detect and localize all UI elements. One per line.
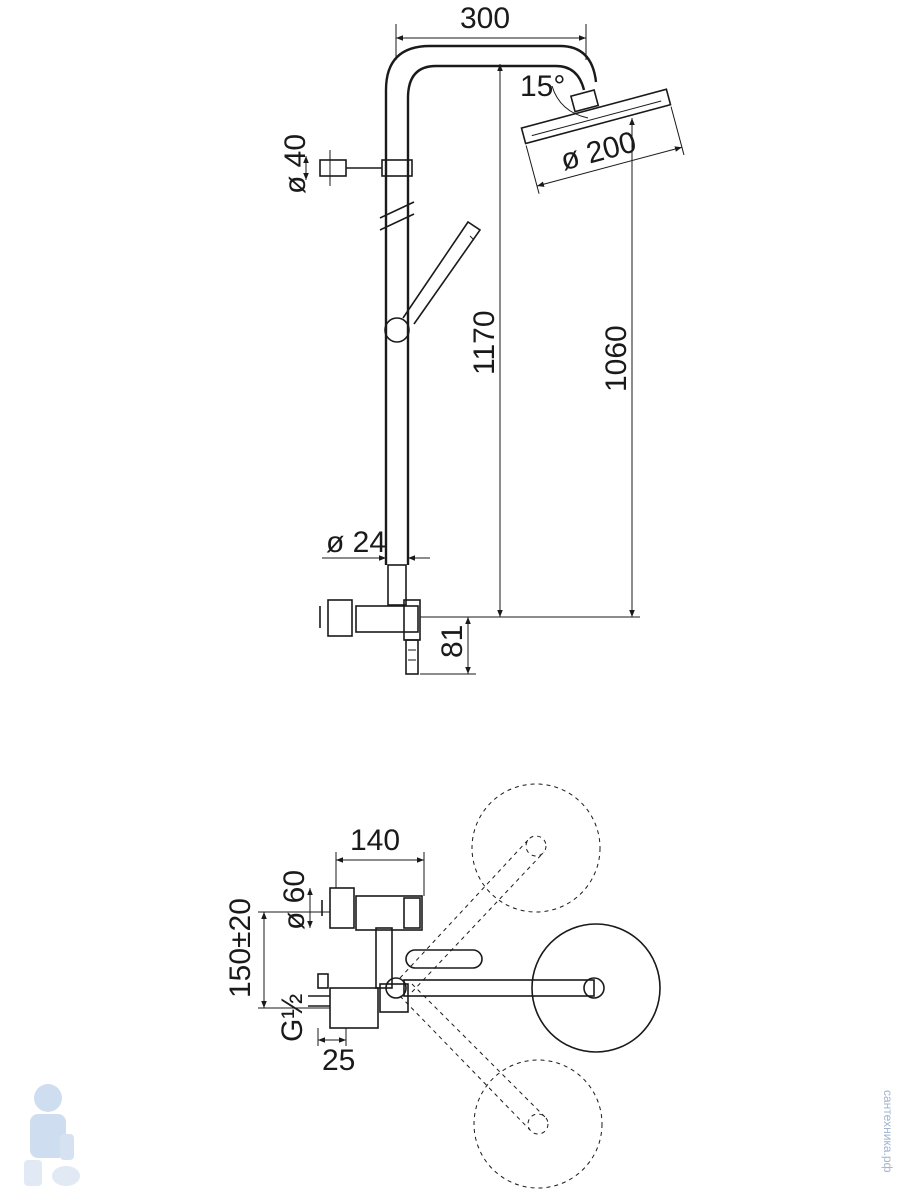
dim-offset: 25 bbox=[322, 1044, 355, 1077]
dim-head-height: 1060 bbox=[600, 325, 633, 392]
top-view: 140 ø 60 150±20 G½ 25 bbox=[224, 783, 661, 1189]
swivel-circle-upper bbox=[471, 783, 601, 913]
side-view: ø 200 15° 300 ø 40 bbox=[279, 2, 685, 675]
swivel-circle-lower bbox=[473, 1059, 603, 1189]
dim-holder-diameter: ø 40 bbox=[279, 134, 312, 194]
dim-knob-diameter: ø 60 bbox=[278, 870, 311, 930]
slide-holder bbox=[303, 150, 413, 186]
dim-total-height: 1170 bbox=[468, 310, 501, 375]
hand-shower bbox=[384, 220, 482, 343]
mixer-side bbox=[319, 564, 421, 675]
swivel-arm-lower bbox=[399, 983, 549, 1135]
dim-centers: 150±20 bbox=[224, 898, 257, 998]
dim-tilt-angle: 15° bbox=[520, 70, 565, 103]
dim-mixer-height: 81 bbox=[436, 625, 469, 658]
plumber-mascot-icon bbox=[24, 1084, 80, 1186]
mixer-top bbox=[308, 887, 423, 1029]
riser-pipe bbox=[379, 44, 598, 565]
dim-connection: G½ bbox=[276, 994, 309, 1042]
shower-head-top bbox=[531, 923, 661, 1053]
dim-pipe-diameter: ø 24 bbox=[326, 526, 386, 559]
watermark-site: сантехника.рф bbox=[881, 1090, 895, 1173]
dim-mixer-length: 140 bbox=[350, 824, 400, 857]
dim-width: 300 bbox=[460, 2, 510, 35]
